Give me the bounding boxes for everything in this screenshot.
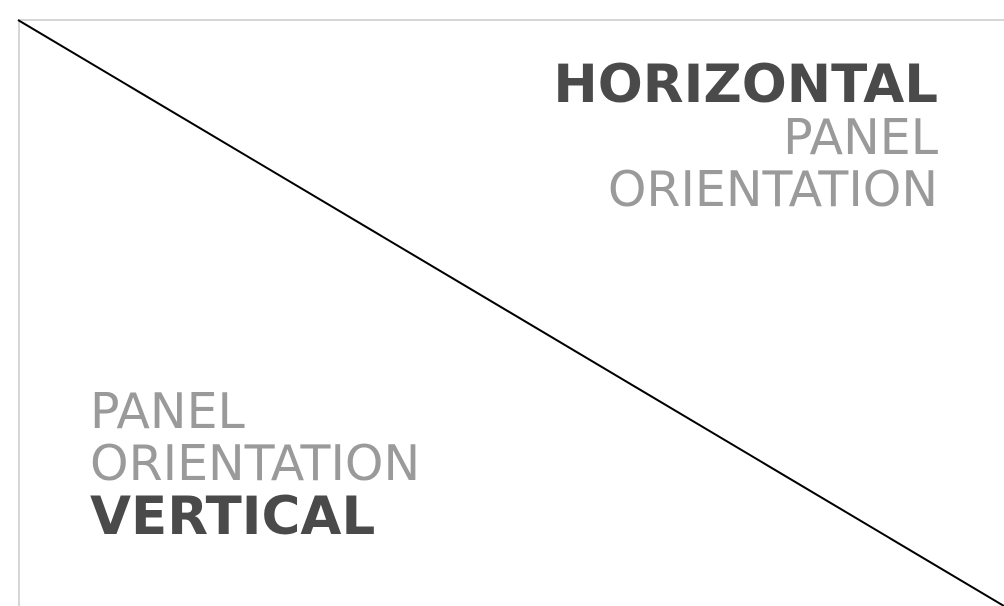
vertical-panel-label: PANEL [90, 383, 245, 440]
horizontal-panel-label: PANEL [783, 109, 938, 166]
horizontal-orientation-label: ORIENTATION [607, 161, 938, 218]
vertical-orientation-label: ORIENTATION [90, 435, 421, 492]
diagonal-line [17, 19, 1004, 606]
top-border-line [18, 19, 1004, 21]
left-border-line [18, 19, 20, 606]
vertical-orientation-block: PANEL ORIENTATION VERTICAL [90, 386, 420, 544]
horizontal-orientation-block: HORIZONTAL PANEL ORIENTATION [553, 58, 938, 216]
horizontal-title: HORIZONTAL [553, 54, 938, 115]
vertical-title: VERTICAL [90, 486, 376, 547]
